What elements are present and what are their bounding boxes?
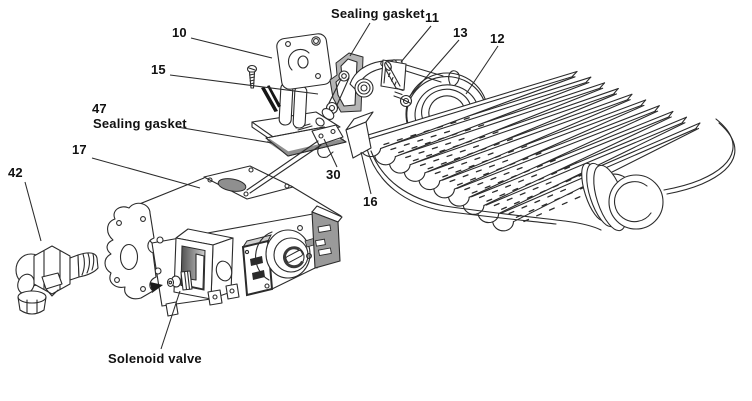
- leader-11: [400, 25, 432, 63]
- callout-part-13: 13: [453, 25, 468, 40]
- callout-sealing-gasket-mid: Sealing gasket: [93, 116, 187, 131]
- leader-17: [91, 157, 201, 189]
- leader-15: [169, 74, 319, 95]
- callout-part-10: 10: [172, 25, 187, 40]
- callout-part-15: 15: [151, 62, 166, 77]
- leader-42: [24, 181, 42, 242]
- leader-lines: [24, 22, 499, 350]
- gas-cock-drawing: [15, 245, 99, 315]
- cover-plate-drawing: [246, 33, 332, 129]
- leader-16: [360, 151, 372, 195]
- pilot-assembly-drawing: [311, 52, 444, 158]
- pilot-tube-drawing: [246, 140, 322, 194]
- callout-part-42: 42: [8, 165, 23, 180]
- deflector-plate-drawing: [345, 111, 374, 159]
- leader-solenoid-valve: [160, 290, 181, 350]
- leader-sealing-gasket-top: [349, 22, 371, 57]
- callout-part-11: 11: [425, 10, 440, 25]
- leader-13: [408, 39, 460, 98]
- leader-47: [176, 126, 273, 144]
- leader-30: [323, 138, 338, 168]
- callout-sealing-gasket-top: Sealing gasket: [331, 6, 425, 21]
- callout-part-30: 30: [326, 167, 341, 182]
- callout-part-17: 17: [72, 142, 87, 157]
- callout-part-16: 16: [363, 194, 378, 209]
- callout-part-12: 12: [490, 31, 505, 46]
- heat-exchanger-drawing: [359, 70, 736, 233]
- leader-10: [190, 37, 273, 59]
- leader-12: [465, 45, 499, 95]
- callout-solenoid-valve: Solenoid valve: [108, 351, 202, 366]
- callout-part-47: 47: [92, 101, 107, 116]
- gas-valve-drawing: [104, 165, 343, 317]
